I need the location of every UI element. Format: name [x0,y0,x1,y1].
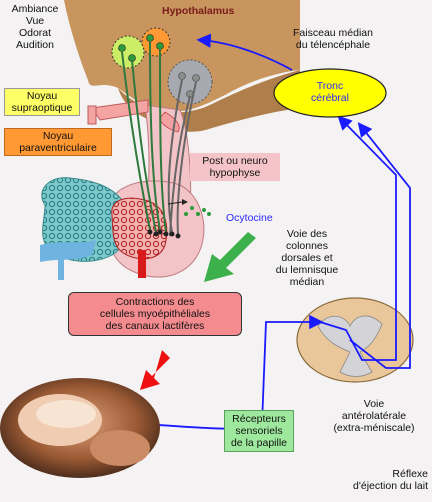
faisceau-label: Faisceau médian du télencéphale [293,27,373,51]
vein-blue [58,250,64,280]
voie-anterolaterale-label: Voie antérolatérale (extra-méniscale) [333,398,415,434]
nursing-photo [0,378,160,478]
ocytocine-label: Ocytocine [226,212,273,224]
blood-vessel-blue [40,240,96,262]
neuron-cluster-green [111,35,145,69]
axon-bundle [121,41,197,237]
axon-terminals [147,229,181,239]
senses-label: Ambiance Vue Odorat Audition [11,3,59,51]
brain-mass [64,0,300,112]
capillary-bed [111,197,168,260]
contraction-arrow [140,350,170,390]
reflexe-title: Réflexe d'éjection du lait [353,468,428,492]
voie-colonnes-label: Voie des colonnes dorsales et du lemnisq… [275,228,339,288]
noyau-supraoptique-label: Noyau supraoptique [4,88,80,116]
noyau-paraventriculaire-label: Noyau paraventriculaire [4,128,112,156]
oxytocin-arrow [204,232,256,282]
neuron-cluster-orange [141,27,171,57]
tronc-label: Tronc cérébral [311,80,349,104]
tronc-cerebral-shape [273,68,387,118]
spinal-cord [296,297,414,383]
oxytocin-granules [184,206,211,216]
duct-cap [87,105,97,125]
release-arrow [167,201,183,205]
recepteurs-box: Récepteurs sensoriels de la papille [224,410,294,452]
artery-red [138,250,146,278]
post-hypophyse-label: Post ou neuro hypophyse [190,153,280,181]
hypothalamus-label: Hypothalamus [162,5,235,17]
supraoptic-duct [91,99,149,121]
contractions-box: Contractions des cellules myoépithéliale… [68,292,242,336]
